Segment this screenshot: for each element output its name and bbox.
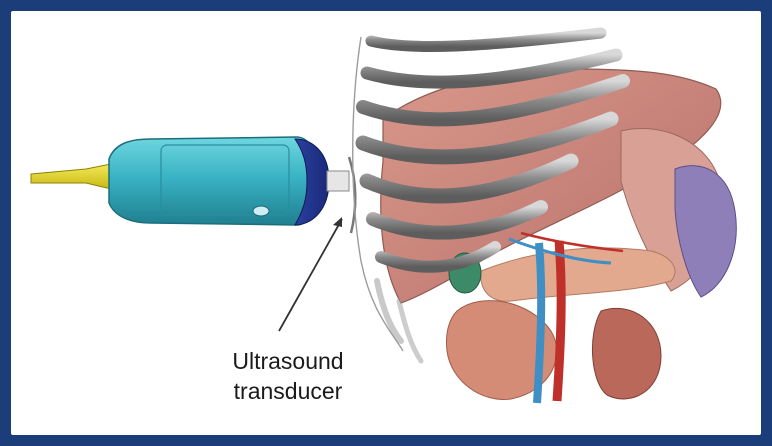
arrow-head bbox=[333, 217, 342, 227]
pancreas bbox=[481, 248, 675, 301]
label-line-2: transducer bbox=[193, 376, 383, 406]
figure-panel: Ultrasound transducer bbox=[11, 11, 761, 435]
probe-button bbox=[253, 206, 269, 216]
costal-cartilage bbox=[399, 301, 421, 361]
probe-body bbox=[109, 137, 317, 225]
pointer-arrow bbox=[279, 219, 342, 331]
aorta bbox=[557, 241, 561, 401]
transducer-label: Ultrasound transducer bbox=[193, 346, 383, 406]
probe-tip bbox=[327, 171, 349, 191]
anatomy-illustration bbox=[11, 11, 761, 435]
label-line-1: Ultrasound bbox=[193, 346, 383, 376]
rib bbox=[371, 33, 601, 47]
ultrasound-probe bbox=[31, 137, 355, 233]
probe-cable bbox=[31, 164, 111, 189]
vena-cava bbox=[537, 243, 541, 403]
kidney bbox=[592, 308, 661, 399]
